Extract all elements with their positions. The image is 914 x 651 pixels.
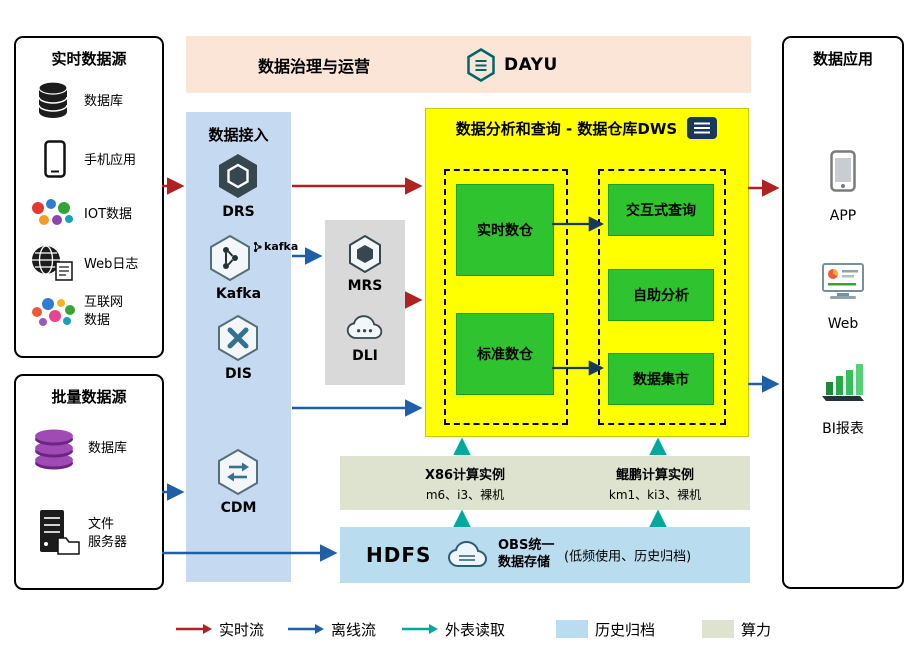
legend-compute-swatch xyxy=(702,620,734,638)
mrs-label: MRS xyxy=(347,278,383,294)
hdfs-label: HDFS xyxy=(366,543,432,567)
legend-label: 历史归档 xyxy=(595,620,656,639)
applications-panel: 数据应用 APP Web BI报表 xyxy=(782,36,904,589)
legend-item-external-read: 外表读取 xyxy=(402,618,505,640)
compute-instances-box: X86计算实例 m6、i3、裸机 鲲鹏计算实例 km1、ki3、裸机 xyxy=(340,456,750,510)
kunpeng-compute-title: 鲲鹏计算实例 xyxy=(615,468,694,483)
database-icon xyxy=(38,81,68,118)
legend-archive-swatch xyxy=(556,620,588,638)
governance-bar: 数据治理与运营 DAYU xyxy=(186,36,751,93)
legend-label: 离线流 xyxy=(331,620,377,639)
module-standard-warehouse: 标准数仓 xyxy=(456,313,554,395)
drs-icon xyxy=(219,154,257,198)
legend-realtime-arrow-icon xyxy=(176,624,212,634)
module-data-mart: 数据集市 xyxy=(608,353,714,405)
mrs-icon xyxy=(349,234,381,274)
x86-compute-spec: m6、i3、裸机 xyxy=(425,488,505,502)
legend-label: 算力 xyxy=(741,620,772,639)
kafka-icon xyxy=(210,234,250,282)
legend-label: 实时流 xyxy=(219,620,265,639)
app-icon xyxy=(830,150,856,192)
data-ingest-title: 数据接入 xyxy=(208,126,269,144)
web-label: Web xyxy=(827,316,859,332)
source-item-label: IOT数据 xyxy=(84,207,133,222)
dli-icon xyxy=(346,315,383,339)
bi-report-label: BI报表 xyxy=(822,421,864,437)
module-realtime-warehouse: 实时数仓 xyxy=(456,184,554,276)
applications-title: 数据应用 xyxy=(812,50,873,68)
module-self-service-analysis: 自助分析 xyxy=(608,269,714,321)
obs-cloud-icon xyxy=(447,540,488,567)
source-item-label: 互联网 数据 xyxy=(84,295,124,328)
storage-note: (低频使用、历史归档) xyxy=(564,549,692,565)
dws-warehouse-group xyxy=(444,169,568,425)
storage-box: HDFS OBS统一 数据存储 (低频使用、历史归档) xyxy=(340,527,750,583)
source-item-label: 数据库 xyxy=(88,441,128,456)
legend-item-realtime-flow: 实时流 xyxy=(176,618,264,640)
file-server-icon xyxy=(40,510,80,555)
drs-label: DRS xyxy=(222,204,255,220)
dayu-product: DAYU xyxy=(466,47,558,82)
kunpeng-compute-spec: km1、ki3、裸机 xyxy=(608,488,702,502)
kunpeng-compute-group: 鲲鹏计算实例 km1、ki3、裸机 xyxy=(575,464,735,503)
processing-box: MRS DLI xyxy=(325,220,405,385)
mobile-app-icon xyxy=(44,140,66,178)
source-item-label: Web日志 xyxy=(84,257,139,272)
legend-label: 外表读取 xyxy=(445,620,506,639)
dis-label: DIS xyxy=(225,366,252,382)
dli-label: DLI xyxy=(352,348,378,364)
x86-compute-title: X86计算实例 xyxy=(424,468,506,483)
batch-sources-title: 批量数据源 xyxy=(51,388,127,406)
legend: 实时流 离线流 外表读取 历史归档 算力 xyxy=(0,612,914,646)
kafka-label: Kafka xyxy=(215,286,262,302)
dis-icon xyxy=(218,314,258,362)
cdm-label: CDM xyxy=(220,500,257,516)
governance-title: 数据治理与运营 xyxy=(258,56,371,76)
legend-item-offline-flow: 离线流 xyxy=(288,618,376,640)
data-ingest-column: 数据接入 DRS kafka Kafka xyxy=(186,112,298,582)
internet-data-icon xyxy=(32,298,75,326)
dayu-icon xyxy=(467,47,495,82)
app-label: APP xyxy=(829,208,857,224)
dws-title-text: 数据分析和查询 - 数据仓库DWS xyxy=(455,119,678,138)
dws-doc-icon xyxy=(687,117,718,139)
kafka-logo-icon xyxy=(253,241,262,252)
obs-label: OBS统一 数据存储 xyxy=(498,538,555,570)
realtime-sources-panel: 实时数据源 数据库 手机应用 IOT数据 xyxy=(14,36,164,358)
module-interactive-query: 交互式查询 xyxy=(608,184,714,236)
kafka-wordmark: kafka xyxy=(253,240,298,253)
cdm-icon xyxy=(218,448,258,496)
source-item-label: 手机应用 xyxy=(84,153,137,168)
legend-item-archive: 历史归档 xyxy=(556,618,655,640)
iot-icon xyxy=(32,199,73,225)
dws-analysis-group xyxy=(598,169,726,425)
purple-database-icon xyxy=(35,429,73,470)
web-log-icon xyxy=(32,245,73,281)
legend-external-read-arrow-icon xyxy=(402,624,438,634)
source-item-label: 数据库 xyxy=(84,94,124,109)
dayu-label: DAYU xyxy=(504,54,558,75)
bi-report-icon xyxy=(822,364,864,401)
x86-compute-group: X86计算实例 m6、i3、裸机 xyxy=(385,464,545,503)
legend-offline-arrow-icon xyxy=(288,624,324,634)
batch-sources-panel: 批量数据源 数据库 文件 服务器 xyxy=(14,374,164,590)
dws-box: 数据分析和查询 - 数据仓库DWS 实时数仓 标准数仓 交互式查询 自助分析 数… xyxy=(425,108,749,437)
dws-title: 数据分析和查询 - 数据仓库DWS xyxy=(426,116,748,140)
legend-item-compute-power: 算力 xyxy=(702,618,771,640)
realtime-sources-title: 实时数据源 xyxy=(51,50,127,68)
web-icon xyxy=(822,263,864,299)
source-item-label: 文件 服务器 xyxy=(88,517,128,550)
